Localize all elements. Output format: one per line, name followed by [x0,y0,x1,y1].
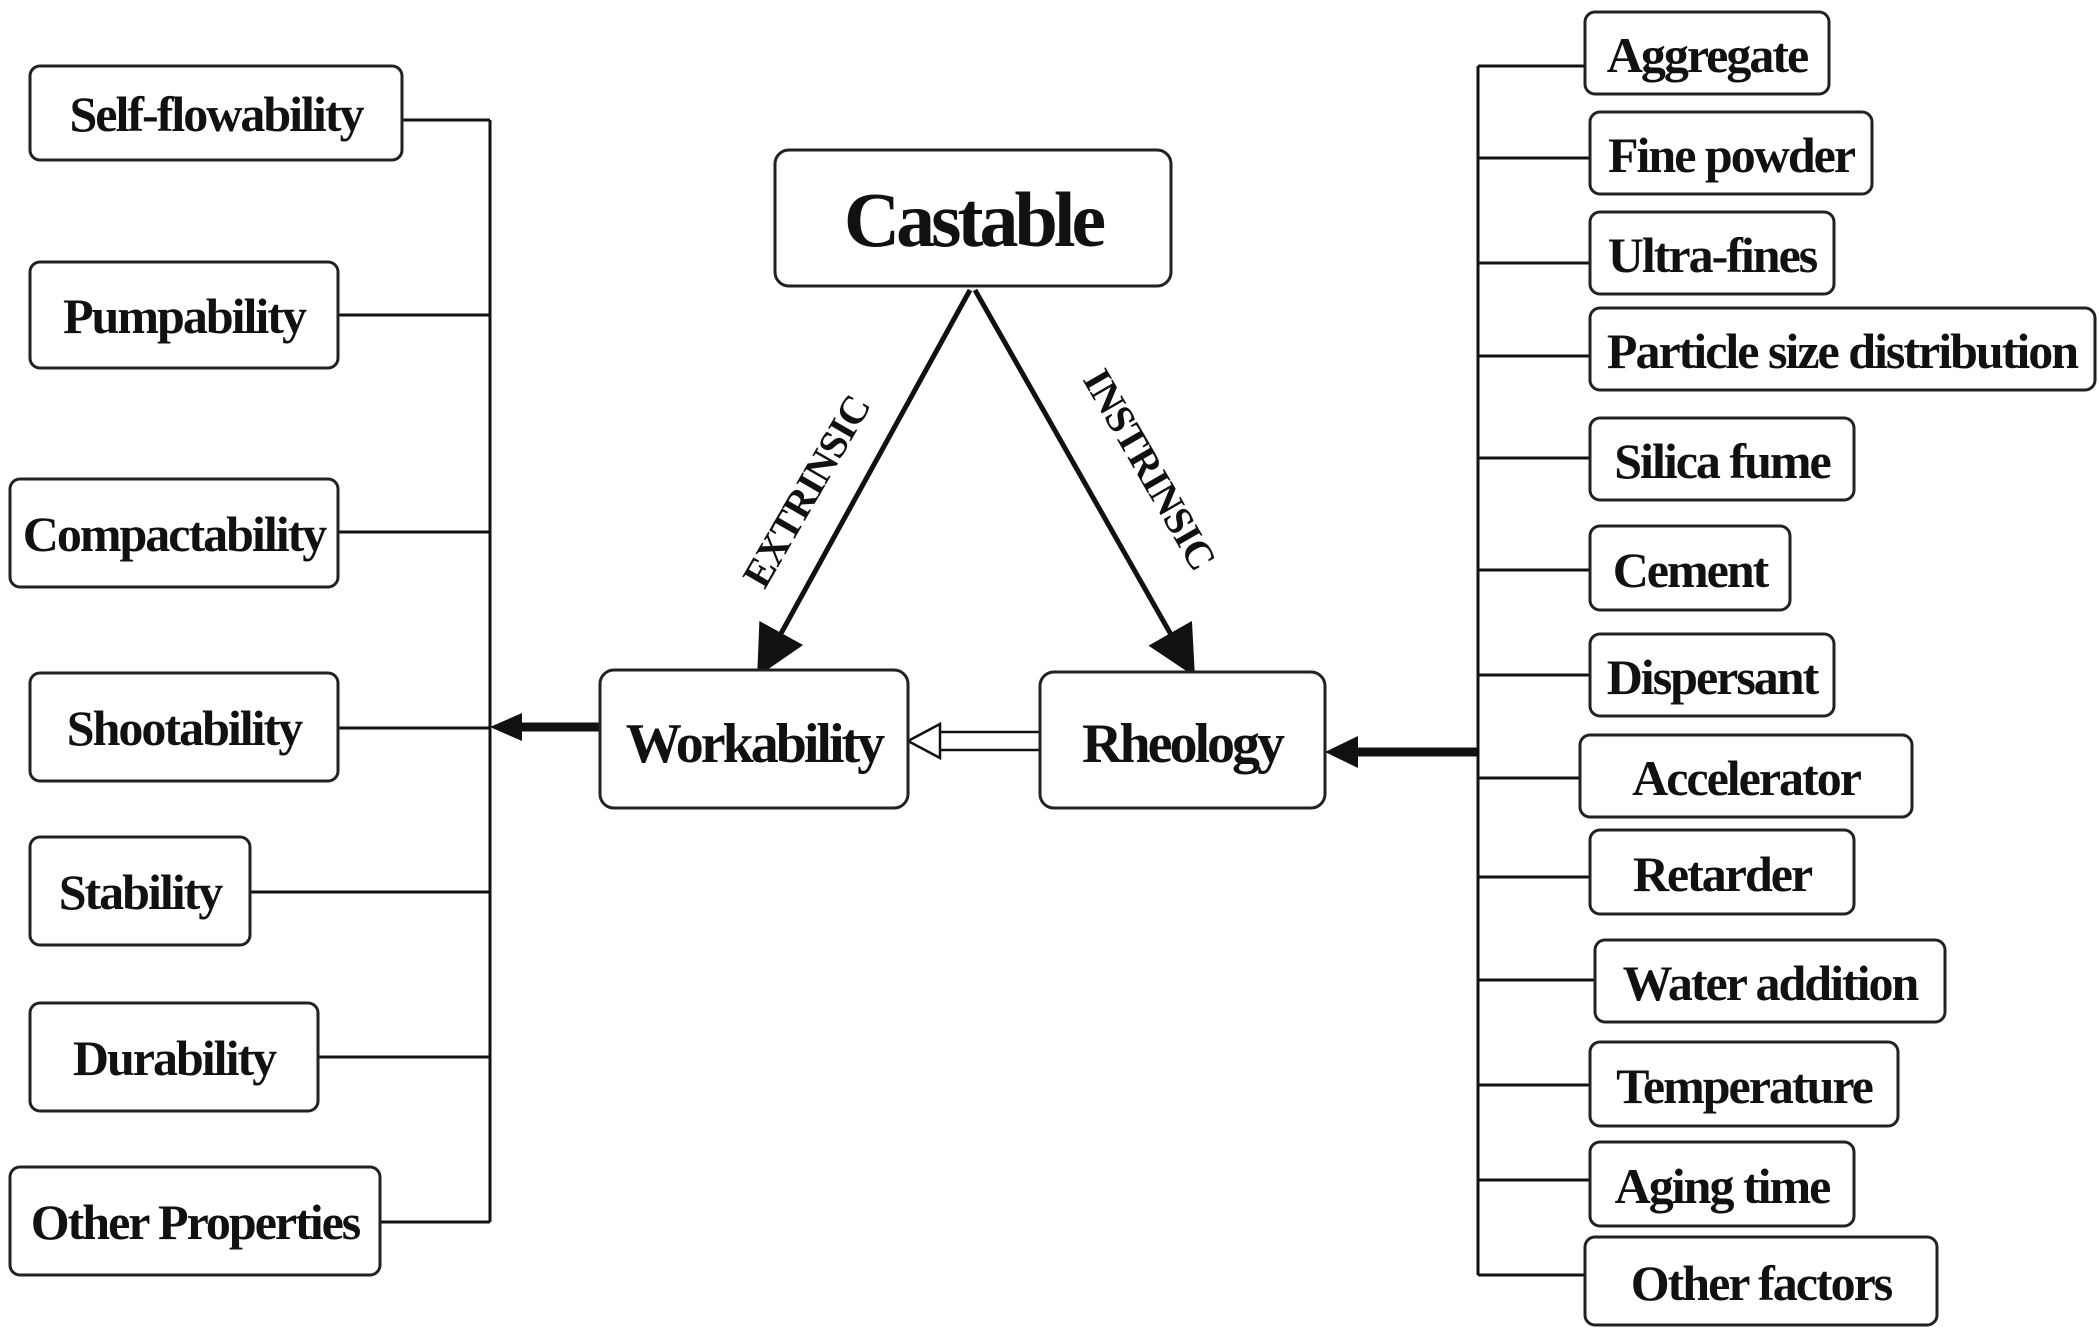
left-item-shootability: Shootability [28,671,340,783]
right-connector-bracket [1476,64,1595,1277]
workability-label: Workability [626,713,885,775]
intrinsic-arrow [972,288,1195,677]
right-item-label: Accelerator [1632,750,1862,806]
castable-node: Castable [773,148,1173,288]
right-item-accelerator: Accelerator [1578,733,1914,819]
left-item-label: Durability [73,1030,277,1086]
right-item-label: Water addition [1623,955,1920,1011]
right-item-label: Silica fume [1614,433,1830,489]
right-item-ultra-fines: Ultra-fines [1588,210,1836,296]
thick-arrow-to-left [490,713,600,741]
left-item-label: Self-flowability [70,86,365,142]
right-item-label: Dispersant [1607,649,1820,705]
right-item-water-addition: Water addition [1593,938,1947,1024]
castable-label: Castable [844,176,1105,263]
thick-arrow-to-rheology [1325,736,1478,768]
left-item-label: Pumpability [63,288,307,344]
right-item-label: Particle size distribution [1607,323,2079,379]
right-item-label: Temperature [1616,1058,1873,1114]
rheology-label: Rheology [1082,713,1285,775]
right-item-label: Fine powder [1608,127,1856,183]
right-item-temperature: Temperature [1588,1040,1900,1128]
left-item-label: Other Properties [31,1194,361,1250]
extrinsic-arrow [757,288,973,677]
left-item-label: Shootability [67,700,303,756]
left-item-label: Stability [59,864,224,920]
hollow-arrow-rheology-to-workability [905,721,1040,761]
workability-node: Workability [598,668,910,810]
left-item-self-flowability: Self-flowability [28,64,404,162]
right-item-particle-size-distribution: Particle size distribution [1588,306,2097,392]
left-item-pumpability: Pumpability [28,260,340,370]
left-item-durability: Durability [28,1001,320,1113]
right-item-label: Aging time [1615,1158,1831,1214]
right-item-label: Aggregate [1607,27,1808,83]
right-item-label: Cement [1613,542,1770,598]
right-item-aging-time: Aging time [1588,1140,1856,1228]
right-item-cement: Cement [1588,524,1792,612]
right-item-silica-fume: Silica fume [1588,416,1856,502]
left-item-other-properties: Other Properties [8,1165,382,1277]
right-item-dispersant: Dispersant [1588,632,1836,718]
right-item-retarder: Retarder [1588,828,1856,916]
intrinsic-label: INSTRINSIC [1074,361,1225,577]
right-item-aggregate: Aggregate [1583,10,1831,96]
left-item-compactability: Compactability [8,477,340,589]
right-item-label: Other factors [1631,1255,1893,1311]
right-item-fine-powder: Fine powder [1588,110,1874,196]
right-item-label: Ultra-fines [1608,227,1818,283]
left-connector-bracket [250,118,492,1224]
rheology-node: Rheology [1038,670,1327,810]
right-item-other-factors: Other factors [1583,1235,1939,1327]
right-item-label: Retarder [1633,846,1813,902]
left-item-stability: Stability [28,835,252,947]
left-item-label: Compactability [23,506,328,562]
